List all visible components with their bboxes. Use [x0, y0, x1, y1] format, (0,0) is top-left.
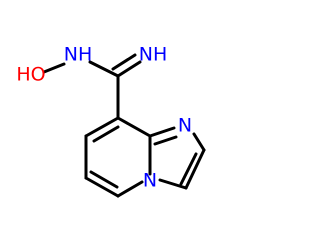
bond-c2-c3	[184, 148, 206, 190]
bond-c5-c6-inner	[89, 170, 119, 189]
bond-n-c-amidine	[88, 60, 120, 78]
atom-label-hydroxyl: HO	[16, 64, 45, 86]
bond-c8a-n1	[148, 126, 176, 138]
bond-n1-c2	[192, 132, 206, 152]
atom-labels: HO NH NH N N	[16, 44, 192, 192]
bond-c8-c8a	[116, 116, 152, 138]
bond-c8a-n1-inner	[153, 135, 178, 146]
bond-n4-c5	[116, 180, 144, 198]
atom-label-imidazole-n: N	[178, 115, 192, 137]
bond-c3-n4	[158, 178, 188, 190]
atom-label-amide-n: NH	[64, 44, 93, 66]
bond-c7-c8	[84, 116, 120, 138]
bond-c2-c3-inner	[179, 152, 198, 186]
bond-c5-c6	[84, 176, 120, 198]
bond-c7-c8-inner	[92, 125, 120, 143]
atom-label-imine-n: NH	[139, 44, 168, 66]
bond-o-n	[42, 62, 66, 74]
atom-label-bridge-n: N	[143, 170, 157, 192]
chemical-structure: HO NH NH N N	[16, 44, 206, 198]
bond-c-imine-1	[116, 60, 142, 78]
bond-c-imine-2	[111, 53, 137, 71]
bond-lines	[42, 53, 206, 198]
